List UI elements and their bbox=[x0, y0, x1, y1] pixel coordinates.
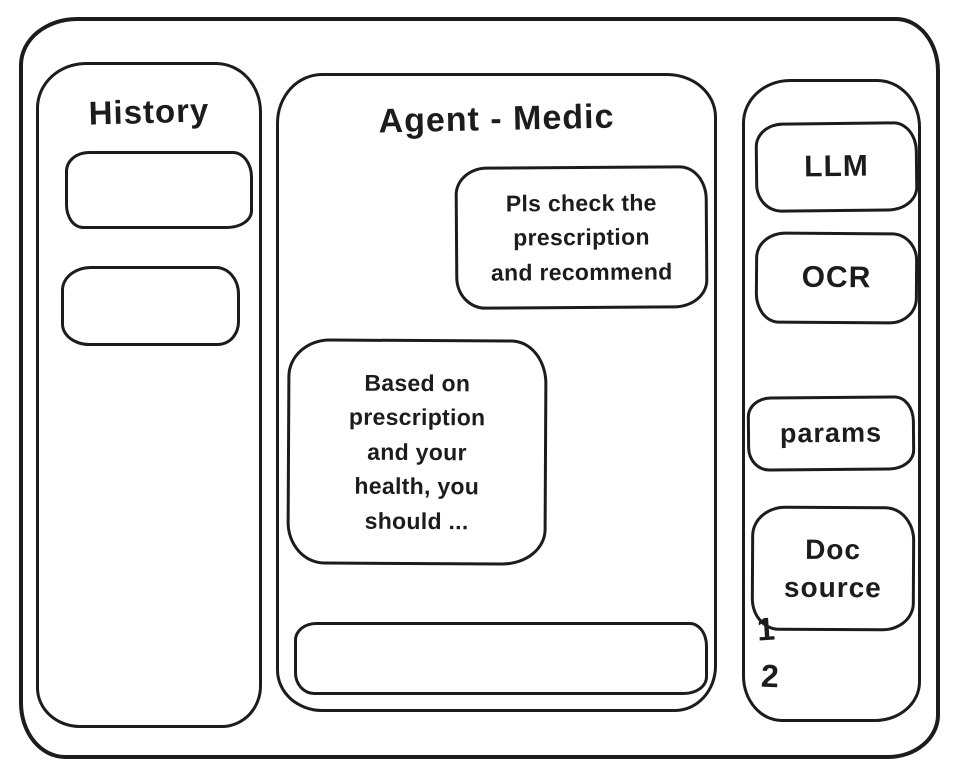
doc-source-item-2[interactable]: 2 bbox=[760, 657, 780, 695]
chat-title: Agent - Medic bbox=[378, 97, 615, 141]
history-item[interactable] bbox=[65, 151, 253, 229]
llm-button[interactable]: LLM bbox=[754, 121, 919, 213]
history-item[interactable] bbox=[61, 266, 240, 346]
tools-panel: LLM OCR params Doc source 1 2 bbox=[742, 79, 921, 722]
doc-source-item-1[interactable]: 1 bbox=[755, 610, 777, 648]
history-title: History bbox=[88, 91, 210, 132]
ocr-button[interactable]: OCR bbox=[754, 231, 919, 325]
message-input[interactable] bbox=[294, 622, 708, 695]
chat-panel: Agent - Medic Pls check the prescription… bbox=[276, 73, 717, 712]
params-button[interactable]: params bbox=[746, 395, 916, 472]
user-message-bubble: Pls check the prescription and recommend bbox=[454, 165, 709, 310]
agent-message-bubble: Based on prescription and your health, y… bbox=[286, 338, 548, 566]
history-panel: History bbox=[36, 62, 262, 728]
doc-source-button[interactable]: Doc source bbox=[750, 505, 916, 632]
